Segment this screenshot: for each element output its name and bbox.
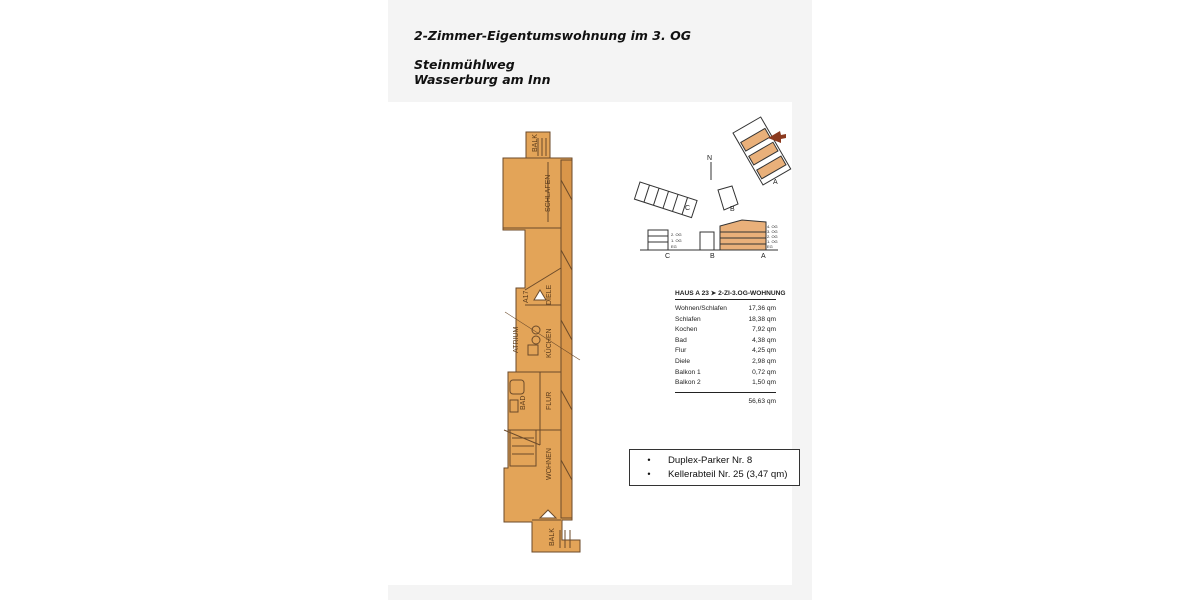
north-label: N (707, 155, 712, 162)
svg-text:2. OG: 2. OG (671, 232, 682, 237)
room-label-schlafen: SCHLAFEN (545, 175, 552, 212)
arrow-icon (768, 131, 786, 143)
area-table-row: Kochen 7,92 qm (675, 325, 776, 336)
area-table-row: Bad 4,38 qm (675, 336, 776, 347)
building-label-b: B (730, 206, 735, 213)
extras-item: • Duplex-Parker Nr. 8 (630, 453, 799, 467)
area-room-value: 1,50 qm (752, 379, 776, 387)
building-label-a: A (773, 179, 778, 186)
document-title: 2-Zimmer-Eigentumswohnung im 3. OG (414, 28, 691, 43)
room-label-diele: DIELE (546, 284, 553, 305)
extras-item: • Kellerabteil Nr. 25 (3,47 qm) (630, 467, 799, 481)
room-label-balcony-top: BALK (532, 134, 539, 152)
area-room-name: Wohnen/Schlafen (675, 305, 727, 312)
area-room-name: Diele (675, 357, 691, 365)
area-room-name: Kochen (675, 326, 698, 334)
svg-text:EG: EG (671, 244, 677, 249)
room-labels: BALK SCHLAFEN A17 DIELE KÜCHEN ATRIUM BA… (513, 134, 556, 546)
bullet-icon: • (647, 469, 651, 479)
svg-text:1. OG: 1. OG (671, 238, 682, 243)
address-street: Steinmühlweg (414, 57, 515, 72)
area-table-total: 56,63 qm (675, 391, 777, 405)
area-room-value: 17,36 qm (748, 305, 777, 312)
area-total-value: 56,63 qm (748, 397, 777, 405)
section-label-a: A (761, 253, 766, 260)
svg-text:2. OG: 2. OG (767, 234, 778, 239)
area-room-value: 4,38 qm (752, 336, 776, 344)
area-table-row: Balkon 1 0,72 qm (675, 368, 776, 379)
area-table-row: Balkon 2 1,50 qm (675, 378, 776, 389)
area-room-value: 0,72 qm (752, 368, 776, 376)
area-table-rows: Wohnen/Schlafen 17,36 qm Schlafen 18,38 qm K… (675, 304, 776, 389)
area-table-title: HAUS A 23 ➤ 2-ZI-3.OG-WOHNUNG (675, 289, 786, 300)
svg-text:4. OG: 4. OG (767, 224, 778, 229)
extras-item-parking: Duplex-Parker Nr. 8 (668, 454, 753, 466)
site-labels: N A B C C B A (665, 155, 778, 260)
area-room-value: 2,98 qm (752, 357, 776, 365)
room-label-bad: BAD (520, 396, 527, 410)
extras-box: • Duplex-Parker Nr. 8 • Kellerabteil Nr.… (629, 449, 800, 486)
room-label-wohnen: WOHNEN (546, 448, 553, 480)
area-table-row: Wohnen/Schlafen 17,36 qm (675, 304, 776, 315)
svg-text:1. OG: 1. OG (767, 239, 778, 244)
area-table-row: Flur 4,25 qm (675, 346, 776, 357)
area-room-name: Schlafen (675, 315, 701, 323)
room-label-kuechen: KÜCHEN (545, 328, 553, 358)
area-room-name: Balkon 2 (675, 379, 701, 387)
section-label-b: B (710, 253, 715, 260)
svg-text:EG: EG (767, 244, 773, 249)
section-label-c: C (665, 253, 670, 260)
area-room-name: Balkon 1 (675, 368, 701, 376)
area-table: HAUS A 23 ➤ 2-ZI-3.OG-WOHNUNG Wohnen/Sch… (675, 289, 786, 405)
building-label-c: C (685, 205, 690, 212)
area-room-name: Bad (675, 336, 687, 344)
area-room-value: 18,38 qm (748, 315, 777, 323)
area-table-row: Schlafen 18,38 qm (675, 315, 776, 326)
svg-text:3. OG: 3. OG (767, 229, 778, 234)
floor-labels: 4. OG 3. OG 2. OG 1. OG EG 2. OG 1. OG E… (671, 224, 778, 249)
room-label-flur: FLUR (546, 392, 553, 410)
area-room-value: 4,25 qm (752, 347, 776, 355)
room-label-a17: A17 (523, 290, 530, 303)
area-room-value: 7,92 qm (752, 326, 776, 334)
floor-plan-sheet (388, 102, 792, 585)
extras-item-cellar: Kellerabteil Nr. 25 (3,47 qm) (668, 468, 788, 480)
exterior-wall-right (560, 159, 573, 519)
bullet-icon: • (647, 455, 651, 465)
room-label-atrium: ATRIUM (513, 327, 520, 353)
room-dividers (503, 138, 581, 548)
site-plan (633, 116, 792, 251)
area-table-row: Diele 2,98 qm (675, 357, 776, 368)
area-room-name: Flur (675, 347, 687, 355)
room-label-balcony-bottom: BALK (549, 528, 556, 546)
address-city: Wasserburg am Inn (414, 72, 551, 87)
